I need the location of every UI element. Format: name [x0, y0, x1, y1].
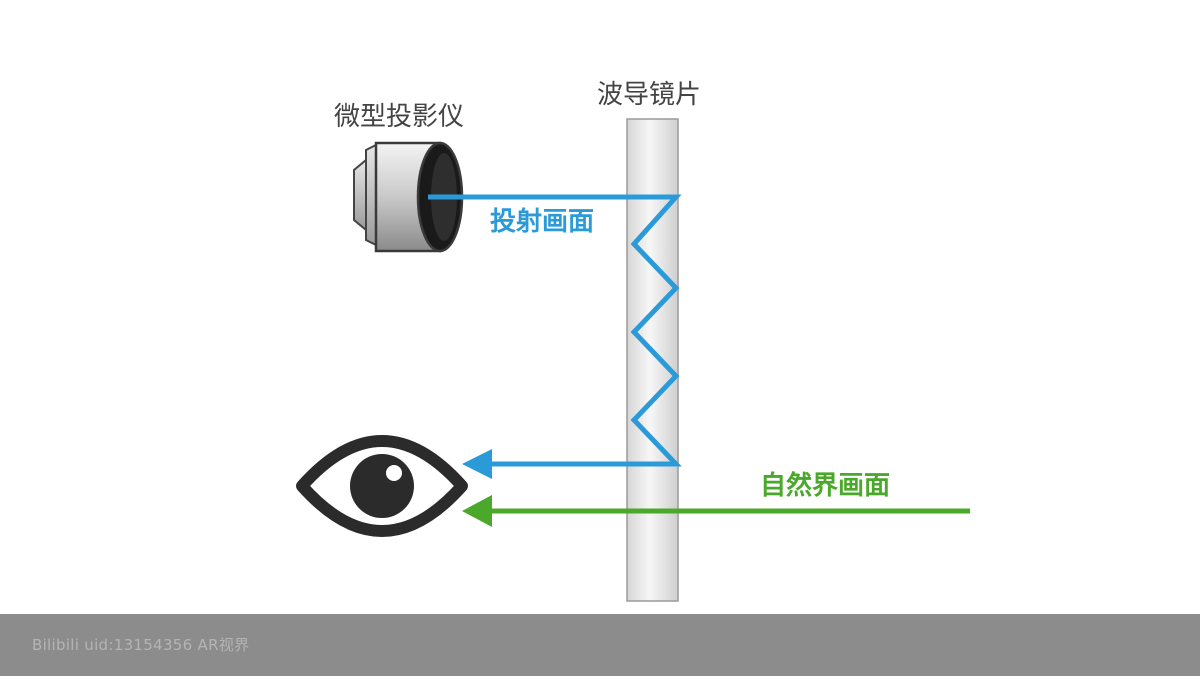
natural-image-label: 自然界画面	[760, 471, 891, 501]
footer-bar	[0, 614, 1200, 676]
projected-light-path	[428, 194, 682, 467]
projected-image-label: 投射画面	[490, 207, 595, 237]
waveguide-lens	[626, 118, 679, 602]
eye-icon	[296, 435, 468, 537]
waveguide-label: 波导镜片	[597, 80, 702, 110]
watermark-text: Bilibili uid:13154356 AR视界	[32, 636, 250, 654]
projected-light-arrowhead	[462, 449, 492, 479]
natural-light-arrowhead	[462, 495, 492, 527]
projector-label: 微型投影仪	[334, 102, 465, 132]
